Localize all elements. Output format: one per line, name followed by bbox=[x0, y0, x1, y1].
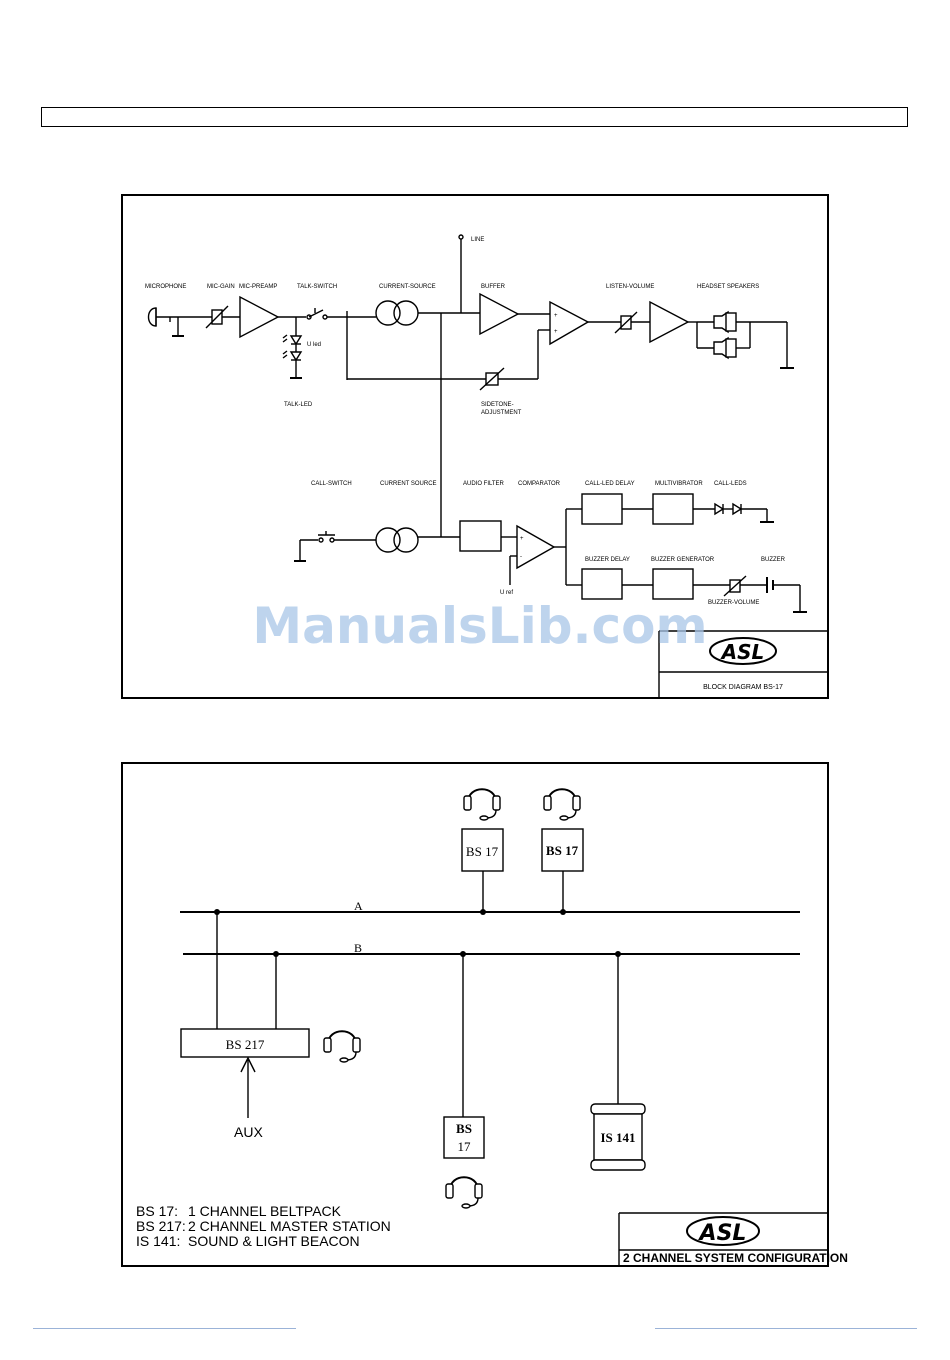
system-diagram-title: 2 CHANNEL SYSTEM CONFIGURATION bbox=[623, 1251, 848, 1265]
bus-b-label: B bbox=[354, 941, 362, 955]
device-legend: BS 17: 1 CHANNEL BELTPACK BS 217: 2 CHAN… bbox=[136, 1203, 391, 1249]
headset-speakers-symbol bbox=[696, 310, 794, 369]
audio-filter-label: AUDIO FILTER bbox=[463, 481, 505, 487]
svg-text:+: + bbox=[520, 536, 524, 542]
talk-led-label: TALK-LED bbox=[284, 402, 313, 408]
legend-desc-1: 1 CHANNEL BELTPACK bbox=[188, 1203, 342, 1219]
footer-line-right bbox=[655, 1328, 917, 1329]
legend-desc-3: SOUND & LIGHT BEACON bbox=[188, 1233, 360, 1249]
microphone-symbol bbox=[147, 307, 240, 337]
buzzer-volume-symbol bbox=[693, 575, 807, 613]
current-source-bottom-label: CURRENT SOURCE bbox=[380, 481, 437, 487]
block-diagram-title-block: ASL BLOCK DIAGRAM BS-17 bbox=[658, 630, 828, 698]
bus-a-label: A bbox=[354, 899, 363, 913]
block-diagram: MICROPHONE MIC-GAIN MIC-PREAMP bbox=[121, 194, 829, 699]
microphone-label: MICROPHONE bbox=[145, 284, 186, 290]
legend-code-2: BS 217: bbox=[136, 1218, 186, 1234]
mic-gain-label: MIC-GAIN bbox=[207, 284, 235, 290]
current-source-bottom-symbol bbox=[375, 527, 460, 553]
sidetone-label-1: SIDETONE- bbox=[481, 402, 514, 408]
svg-text:-: - bbox=[520, 554, 522, 560]
header-bar bbox=[41, 107, 908, 127]
mic-preamp-symbol bbox=[239, 296, 279, 338]
bs217-box bbox=[180, 1028, 310, 1058]
call-leds-label: CALL-LEDS bbox=[714, 481, 747, 487]
listen-volume-label: LISTEN-VOLUME bbox=[606, 284, 654, 290]
bs17-top-1-box bbox=[461, 828, 504, 872]
bs17-bottom-label-1: BS bbox=[456, 1121, 472, 1136]
buzzer-delay-box bbox=[581, 568, 623, 600]
current-source-top-label: CURRENT-SOURCE bbox=[379, 284, 436, 290]
audio-filter-box bbox=[459, 520, 502, 552]
talk-switch-symbol bbox=[282, 308, 348, 380]
bs17-top-2-label: BS 17 bbox=[546, 843, 579, 858]
bs17-top-1-label: BS 17 bbox=[466, 844, 499, 859]
svg-text:+: + bbox=[554, 329, 558, 335]
summing-amp-symbol: + + bbox=[537, 300, 590, 379]
is141-beacon bbox=[590, 1103, 646, 1171]
bs17-bottom-box bbox=[443, 1116, 485, 1159]
svg-text:+: + bbox=[554, 313, 558, 319]
buzzer-generator-box bbox=[652, 568, 694, 600]
buzzer-volume-label: BUZZER-VOLUME bbox=[708, 600, 759, 606]
headset-icon bbox=[323, 1030, 361, 1063]
talk-switch-label: TALK-SWITCH bbox=[297, 284, 337, 290]
footer-line-left bbox=[33, 1328, 296, 1329]
bs217-label: BS 217 bbox=[226, 1037, 265, 1052]
system-diagram: A B BS 17 BS 17 BS 217 AUX BS 17 bbox=[121, 762, 848, 1267]
multivibrator-box bbox=[652, 493, 694, 525]
asl-logo-top: ASL bbox=[720, 640, 765, 664]
u-ref-label: U ref bbox=[500, 590, 513, 596]
call-led-delay-label: CALL-LED DELAY bbox=[585, 481, 635, 487]
manualslib-watermark: ManualsLib.com bbox=[252, 597, 707, 655]
line-label: LINE bbox=[471, 237, 484, 243]
call-leds-symbol bbox=[693, 502, 774, 523]
buffer-label: BUFFER bbox=[481, 284, 506, 290]
system-diagram-frame bbox=[121, 762, 829, 1267]
is141-label: IS 141 bbox=[600, 1130, 635, 1145]
headset-icon bbox=[445, 1176, 483, 1209]
sidetone-label-2: ADJUSTMENT bbox=[481, 410, 522, 416]
call-switch-symbol bbox=[294, 531, 376, 562]
mic-gain-symbol bbox=[205, 305, 229, 329]
buzzer-delay-label: BUZZER DELAY bbox=[585, 557, 630, 563]
u-led-label: U led bbox=[307, 342, 321, 348]
legend-code-1: BS 17: bbox=[136, 1203, 178, 1219]
comparator-symbol: + - bbox=[509, 509, 567, 585]
legend-code-3: IS 141: bbox=[136, 1233, 180, 1249]
headset-icon bbox=[463, 788, 501, 821]
aux-label: AUX bbox=[234, 1124, 263, 1140]
multivibrator-label: MULTIVIBRATOR bbox=[655, 481, 703, 487]
sidetone-adjustment-symbol bbox=[347, 367, 538, 391]
call-switch-label: CALL-SWITCH bbox=[311, 481, 352, 487]
system-diagram-title-block: ASL 2 CHANNEL SYSTEM CONFIGURATION bbox=[618, 1212, 848, 1266]
listen-volume-symbol bbox=[614, 311, 638, 334]
legend-desc-2: 2 CHANNEL MASTER STATION bbox=[188, 1218, 391, 1234]
buzzer-generator-label: BUZZER GENERATOR bbox=[651, 557, 715, 563]
buzzer-label: BUZZER bbox=[761, 557, 786, 563]
asl-logo-bottom: ASL bbox=[698, 1221, 747, 1246]
listen-amp-symbol bbox=[649, 301, 689, 343]
headset-icon bbox=[543, 788, 581, 821]
block-diagram-title: BLOCK DIAGRAM BS-17 bbox=[703, 684, 783, 691]
bs17-bottom-label-2: 17 bbox=[458, 1139, 472, 1154]
current-source-top-symbol bbox=[347, 300, 480, 326]
headset-speakers-label: HEADSET SPEAKERS bbox=[697, 284, 759, 290]
call-led-delay-box bbox=[581, 493, 623, 525]
buffer-symbol bbox=[479, 293, 519, 335]
block-diagram-frame bbox=[121, 194, 829, 699]
mic-preamp-label: MIC-PREAMP bbox=[239, 284, 277, 290]
comparator-label: COMPARATOR bbox=[518, 481, 561, 487]
